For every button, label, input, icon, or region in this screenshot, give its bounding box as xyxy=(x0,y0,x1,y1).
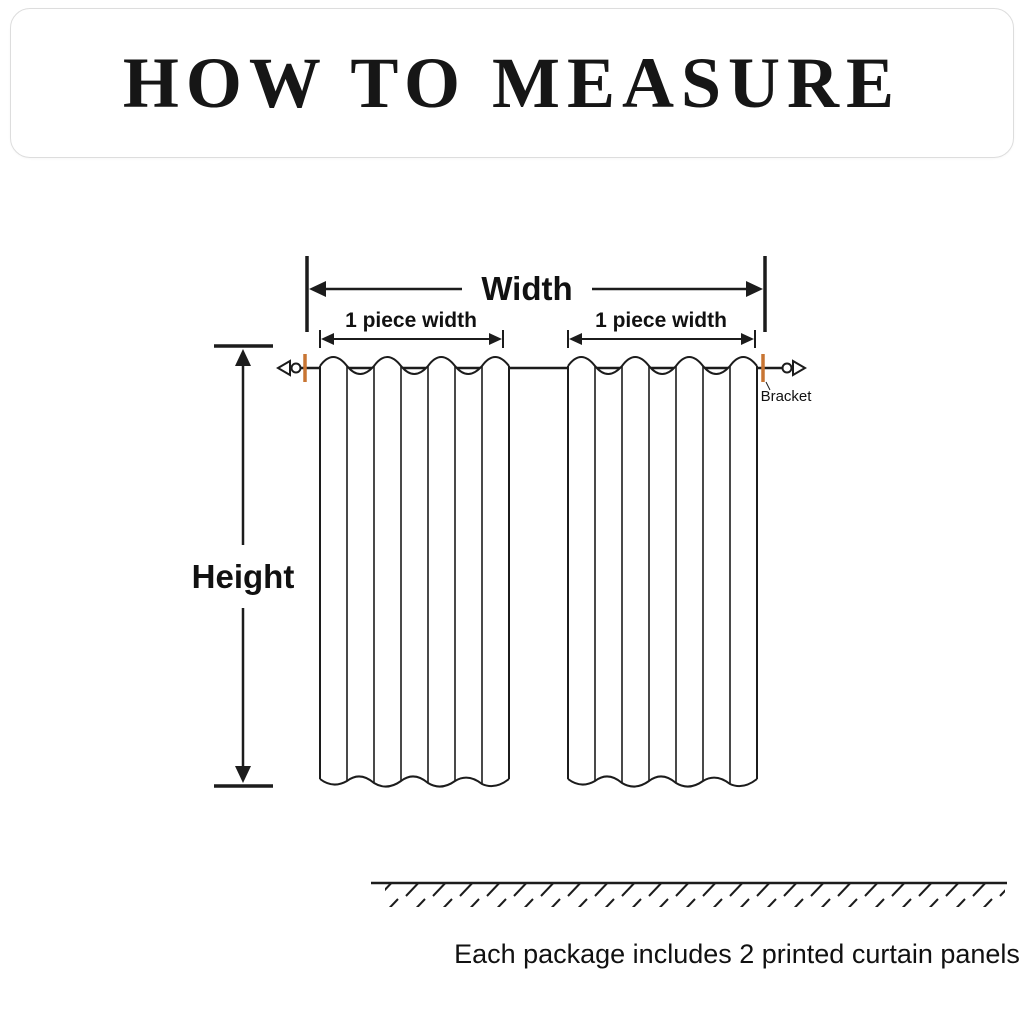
panel-right-header-wave xyxy=(567,356,758,375)
rod-finial-tip-left xyxy=(276,359,291,377)
title-card: HOW TO MEASURE xyxy=(10,8,1014,158)
panel-left-hem-wave xyxy=(319,775,510,788)
page-title: HOW TO MEASURE xyxy=(122,42,902,123)
bracket-callout-line xyxy=(765,381,771,391)
rod-finial-ball-left xyxy=(290,362,302,374)
width-label: Width xyxy=(481,270,572,307)
height-label: Height xyxy=(192,558,295,595)
piece-width-left-label: 1 piece width xyxy=(345,309,477,332)
rod-finial-ball-right xyxy=(781,362,793,374)
curtain-panel-left xyxy=(319,356,510,788)
height-measure: Height xyxy=(192,344,295,788)
width-measure: Width xyxy=(305,256,767,332)
width-arrowhead-left xyxy=(309,281,326,297)
curtain-rod xyxy=(276,359,807,377)
piece-right-arrowhead-a xyxy=(569,333,582,345)
height-arrowhead-bottom xyxy=(235,766,251,783)
piece-right-arrowhead-b xyxy=(741,333,754,345)
panel-left-header-wave xyxy=(319,356,510,375)
package-note: Each package includes 2 printed curtain … xyxy=(454,939,1020,969)
panel-right-fill xyxy=(568,357,757,781)
width-arrowhead-right xyxy=(746,281,763,297)
bracket-label: Bracket xyxy=(761,388,813,405)
rod-finial-tip-right xyxy=(792,359,807,377)
piece-width-left-measure: 1 piece width xyxy=(319,309,504,348)
height-arrowhead-top xyxy=(235,349,251,366)
piece-left-arrowhead-a xyxy=(321,333,334,345)
ground-hatching xyxy=(385,884,1005,907)
piece-width-right-measure: 1 piece width xyxy=(567,309,756,348)
panel-left-fill xyxy=(320,357,509,781)
panel-right-hem-wave xyxy=(567,775,758,788)
bracket-markers: Bracket xyxy=(303,354,813,405)
piece-width-right-label: 1 piece width xyxy=(595,309,727,332)
piece-left-arrowhead-b xyxy=(489,333,502,345)
curtain-panel-right xyxy=(567,356,758,788)
ground xyxy=(371,881,1007,907)
